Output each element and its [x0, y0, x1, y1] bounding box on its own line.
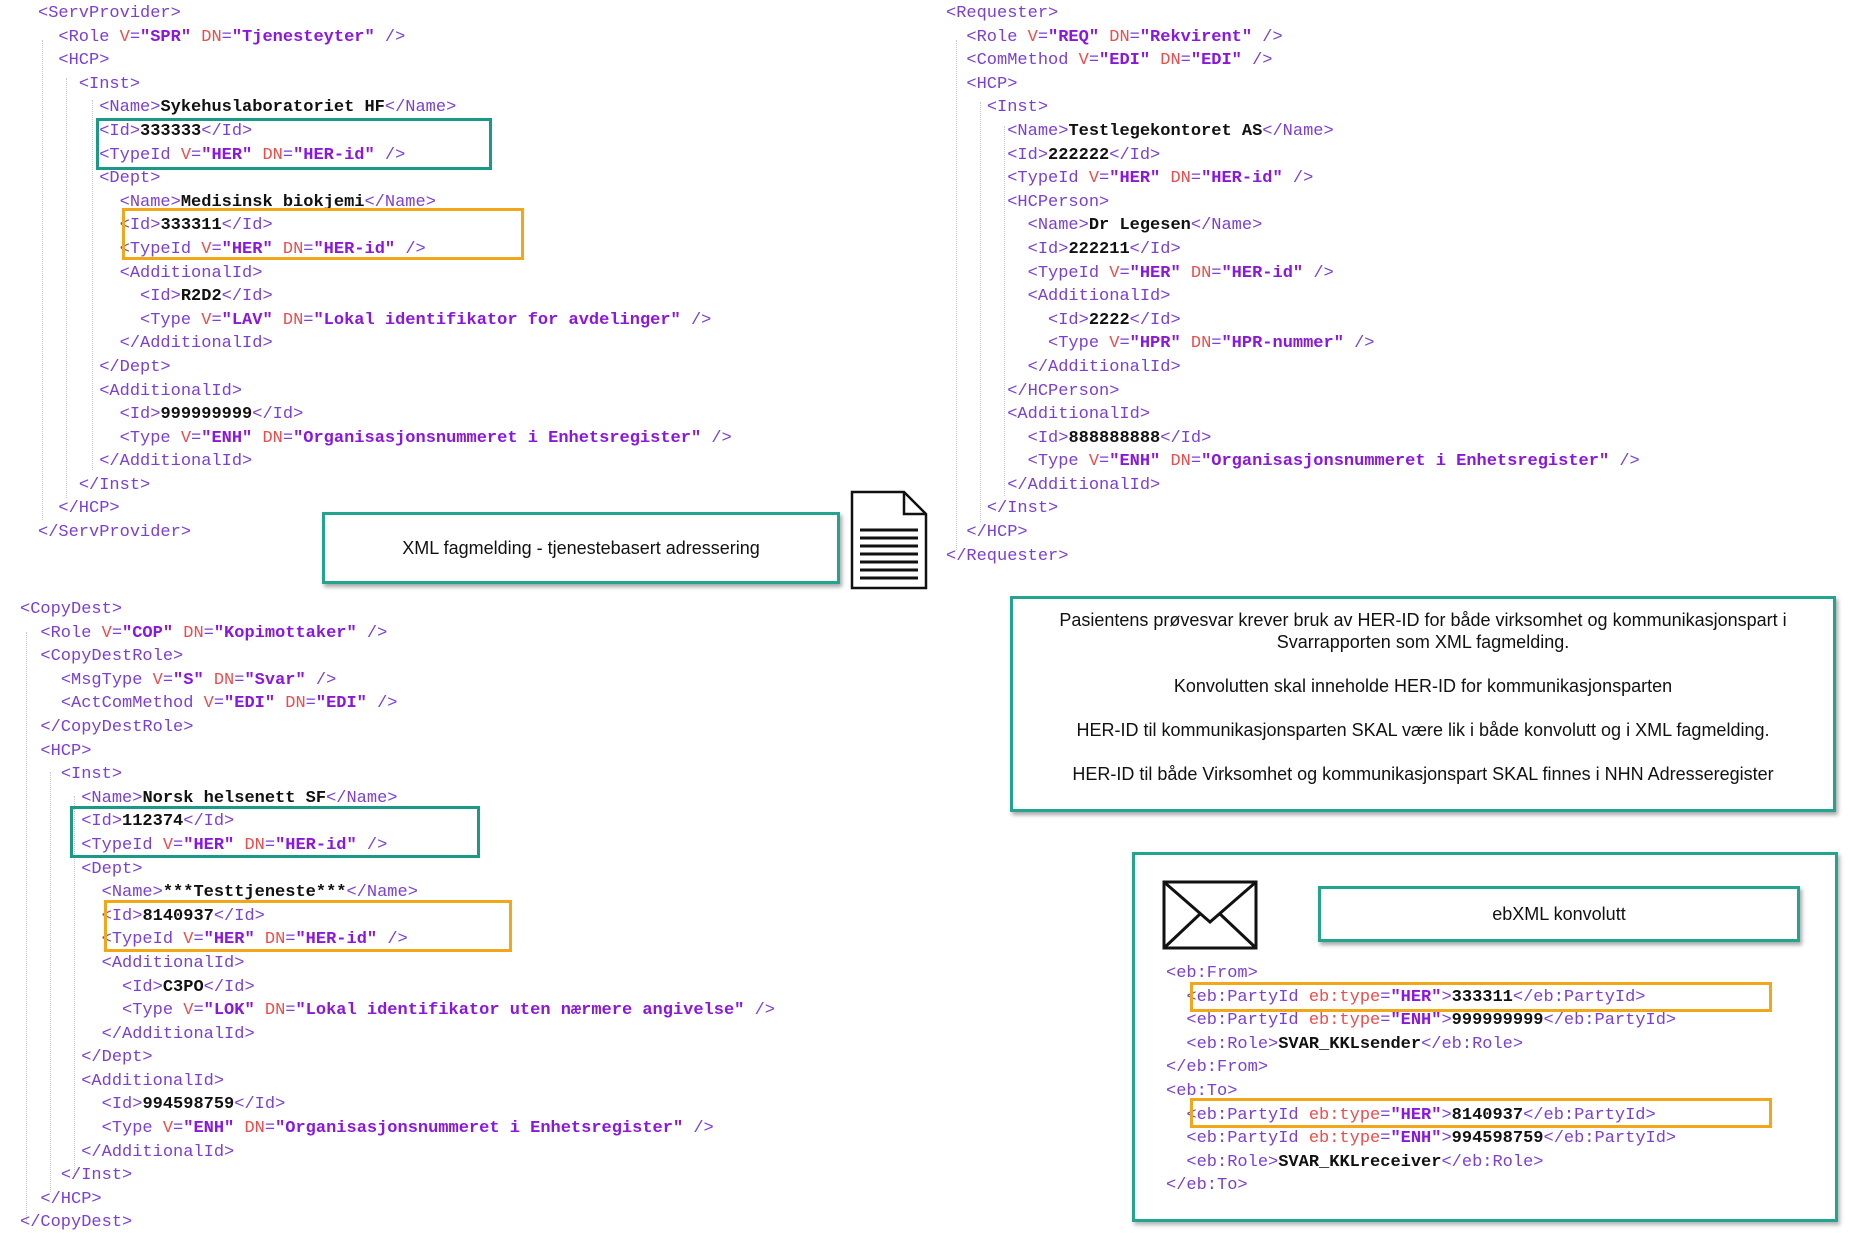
code-line: <TypeId V="HER" DN="HER-id" />	[99, 145, 406, 165]
ebxml-caption: ebXML konvolutt	[1492, 903, 1626, 924]
code-line: <ComMethod V="EDI" DN="EDI" />	[966, 51, 1273, 71]
code-line: </Requester>	[946, 546, 1069, 566]
code-line: <AdditionalId>	[1007, 405, 1151, 425]
ebxml-caption-box: ebXML konvolutt	[1318, 886, 1800, 942]
code-line: <Type V="LAV" DN="Lokal identifikator fo…	[140, 310, 712, 330]
code-line: <AdditionalId>	[81, 1071, 225, 1091]
code-line: <ActComMethod V="EDI" DN="EDI" />	[60, 694, 398, 714]
code-line: </eb:From>	[1166, 1058, 1269, 1078]
info-box: Pasientens prøvesvar krever bruk av HER-…	[1010, 596, 1836, 812]
code-line: <eb:PartyId eb:type="ENH">999999999</eb:…	[1186, 1011, 1677, 1031]
code-line: <Id>8140937</Id>	[101, 906, 265, 926]
code-line: <eb:To>	[1166, 1081, 1238, 1101]
code-line: <MsgType V="S" DN="Svar" />	[60, 670, 337, 690]
code-line: <Type V="ENH" DN="Organisasjonsnummeret …	[101, 1119, 714, 1139]
code-line: <Id>R2D2</Id>	[140, 287, 273, 307]
xml-requester-block: <Requester> <Role V="REQ" DN="Rekvirent"…	[946, 2, 1640, 568]
code-line: </AdditionalId>	[81, 1142, 235, 1162]
code-line: </eb:To>	[1166, 1176, 1248, 1196]
info-line-4: HER-ID til både Virksomhet og kommunikas…	[1072, 764, 1774, 784]
ebxml-envelope-block: <eb:From> <eb:PartyId eb:type="HER">3333…	[1166, 962, 1676, 1198]
code-line: </AdditionalId>	[1027, 357, 1181, 377]
code-line: <HCP>	[40, 741, 92, 761]
code-line: <TypeId V="HER" DN="HER-id" />	[119, 239, 426, 259]
code-line: <Id>999999999</Id>	[119, 405, 304, 425]
code-line: <Type V="LOK" DN="Lokal identifikator ut…	[122, 1001, 775, 1021]
code-line: <Id>2222</Id>	[1048, 310, 1181, 330]
code-line: <Name>Medisinsk biokjemi</Name>	[119, 192, 436, 212]
code-line: <Id>222222</Id>	[1007, 145, 1161, 165]
code-line: <Dept>	[81, 859, 143, 879]
code-line: </Inst>	[78, 475, 151, 495]
code-line: <Role V="SPR" DN="Tjenesteyter" />	[58, 27, 406, 47]
code-line: <AdditionalId>	[101, 953, 245, 973]
code-line: </Dept>	[81, 1048, 153, 1068]
code-line: </Dept>	[99, 357, 171, 377]
code-line: <eb:Role>SVAR_KKLreceiver</eb:Role>	[1186, 1152, 1544, 1172]
code-line: </AdditionalId>	[99, 452, 253, 472]
code-line: <HCPerson>	[1007, 192, 1110, 212]
xml-fagmelding-caption: XML fagmelding - tjenestebasert adresser…	[402, 537, 760, 558]
code-line: <TypeId V="HER" DN="HER-id" />	[1007, 169, 1314, 189]
code-line: <Role V="COP" DN="Kopimottaker" />	[40, 623, 388, 643]
code-line: </HCP>	[966, 523, 1028, 543]
code-line: <Id>333333</Id>	[99, 121, 253, 141]
code-line: <AdditionalId>	[119, 263, 263, 283]
code-line: </AdditionalId>	[119, 334, 273, 354]
info-line-3: HER-ID til kommunikasjonsparten SKAL vær…	[1076, 720, 1770, 740]
code-line: <Type V="HPR" DN="HPR-nummer" />	[1048, 334, 1375, 354]
code-line: <CopyDest>	[20, 600, 123, 619]
code-line: <Requester>	[946, 4, 1059, 23]
code-line: <TypeId V="HER" DN="HER-id" />	[81, 835, 388, 855]
code-line: <TypeId V="HER" DN="HER-id" />	[101, 930, 408, 950]
code-line: <Inst>	[78, 74, 141, 94]
code-line: </HCP>	[40, 1189, 102, 1209]
code-line: <AdditionalId>	[1027, 287, 1171, 307]
code-line: <eb:PartyId eb:type="HER">8140937</eb:Pa…	[1186, 1105, 1656, 1125]
envelope-icon	[1162, 880, 1258, 950]
code-line: <Id>333311</Id>	[119, 216, 273, 236]
code-line: <Id>994598759</Id>	[101, 1095, 286, 1115]
document-icon	[850, 490, 928, 590]
code-line: <eb:PartyId eb:type="HER">333311</eb:Par…	[1186, 987, 1646, 1007]
code-line: </AdditionalId>	[101, 1024, 255, 1044]
code-line: <Id>C3PO</Id>	[122, 977, 255, 997]
xml-servprovider-block: <ServProvider> <Role V="SPR" DN="Tjenest…	[38, 2, 732, 545]
code-line: <Name>Testlegekontoret AS</Name>	[1007, 121, 1334, 141]
code-line: <Type V="ENH" DN="Organisasjonsnummeret …	[1027, 452, 1640, 472]
code-line: </CopyDest>	[20, 1213, 133, 1233]
code-line: <CopyDestRole>	[40, 647, 184, 667]
code-line: <Inst>	[60, 765, 123, 785]
code-line: <ServProvider>	[38, 4, 181, 23]
code-line: <HCP>	[966, 74, 1018, 94]
code-line: <Dept>	[99, 169, 161, 189]
code-line: <Id>888888888</Id>	[1027, 428, 1212, 448]
code-line: <Type V="ENH" DN="Organisasjonsnummeret …	[119, 428, 732, 448]
code-line: </Inst>	[60, 1166, 133, 1186]
code-line: <Id>222211</Id>	[1027, 239, 1181, 259]
code-line: <eb:Role>SVAR_KKLsender</eb:Role>	[1186, 1034, 1524, 1054]
code-line: </HCP>	[58, 499, 120, 519]
code-line: <Name>Dr Legesen</Name>	[1027, 216, 1263, 236]
code-line: </ServProvider>	[38, 523, 192, 543]
code-line: <Role V="REQ" DN="Rekvirent" />	[966, 27, 1283, 47]
code-line: <Name>***Testtjeneste***</Name>	[101, 883, 418, 903]
code-line: <eb:PartyId eb:type="ENH">994598759</eb:…	[1186, 1129, 1677, 1149]
code-line: <Name>Sykehuslaboratoriet HF</Name>	[99, 98, 457, 118]
code-line: </CopyDestRole>	[40, 717, 194, 737]
code-line: <Id>112374</Id>	[81, 812, 235, 832]
info-line-2: Konvolutten skal inneholde HER-ID for ko…	[1173, 676, 1673, 696]
code-line: </AdditionalId>	[1007, 475, 1161, 495]
info-line-1: Pasientens prøvesvar krever bruk av HER-…	[1059, 610, 1787, 652]
code-line: <HCP>	[58, 51, 110, 71]
code-line: <TypeId V="HER" DN="HER-id" />	[1027, 263, 1334, 283]
code-line: <eb:From>	[1166, 964, 1258, 983]
code-line: <Inst>	[986, 98, 1049, 118]
code-line: <Name>Norsk helsenett SF</Name>	[81, 788, 398, 808]
xml-fagmelding-caption-box: XML fagmelding - tjenestebasert adresser…	[322, 512, 840, 584]
code-line: </HCPerson>	[1007, 381, 1120, 401]
code-line: </Inst>	[986, 499, 1059, 519]
code-line: <AdditionalId>	[99, 381, 243, 401]
xml-copydest-block: <CopyDest> <Role V="COP" DN="Kopimottake…	[20, 598, 775, 1235]
